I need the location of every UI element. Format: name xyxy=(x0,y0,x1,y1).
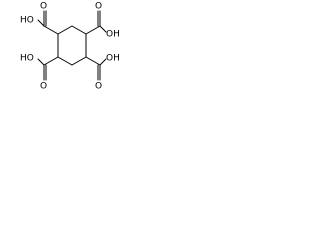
lr-carboxyl-bond xyxy=(85,56,101,66)
ll-oh-bond xyxy=(37,58,45,66)
atom-label-oh-bottom-left: HO xyxy=(20,54,34,64)
ring-bond-5 xyxy=(57,56,73,66)
structure-drawing: HO O OH O HO O OH O xyxy=(20,2,120,92)
ur-oh-bond xyxy=(99,25,107,33)
ring-bond-4 xyxy=(71,56,87,66)
molecule-diagram: HO O OH O HO O OH O xyxy=(0,0,135,93)
atom-label-oh-bottom-right: OH xyxy=(106,54,120,64)
atom-label-o-top-left: O xyxy=(40,2,47,12)
atom-label-oh-top-right: OH xyxy=(106,30,120,40)
lr-oh-bond xyxy=(99,58,107,66)
ul-oh-bond xyxy=(37,19,45,27)
ring-bond-2 xyxy=(71,25,87,35)
atom-label-o-top-right: O xyxy=(95,2,102,12)
ring-bond-1 xyxy=(57,25,73,35)
atom-label-oh-top-left: HO xyxy=(20,16,34,26)
atom-label-o-bottom-right: O xyxy=(95,82,102,92)
atom-label-o-bottom-left: O xyxy=(40,82,47,92)
ur-carboxyl-bond xyxy=(85,25,101,35)
ul-carboxyl-bond xyxy=(43,25,59,35)
ll-carboxyl-bond xyxy=(43,56,59,66)
